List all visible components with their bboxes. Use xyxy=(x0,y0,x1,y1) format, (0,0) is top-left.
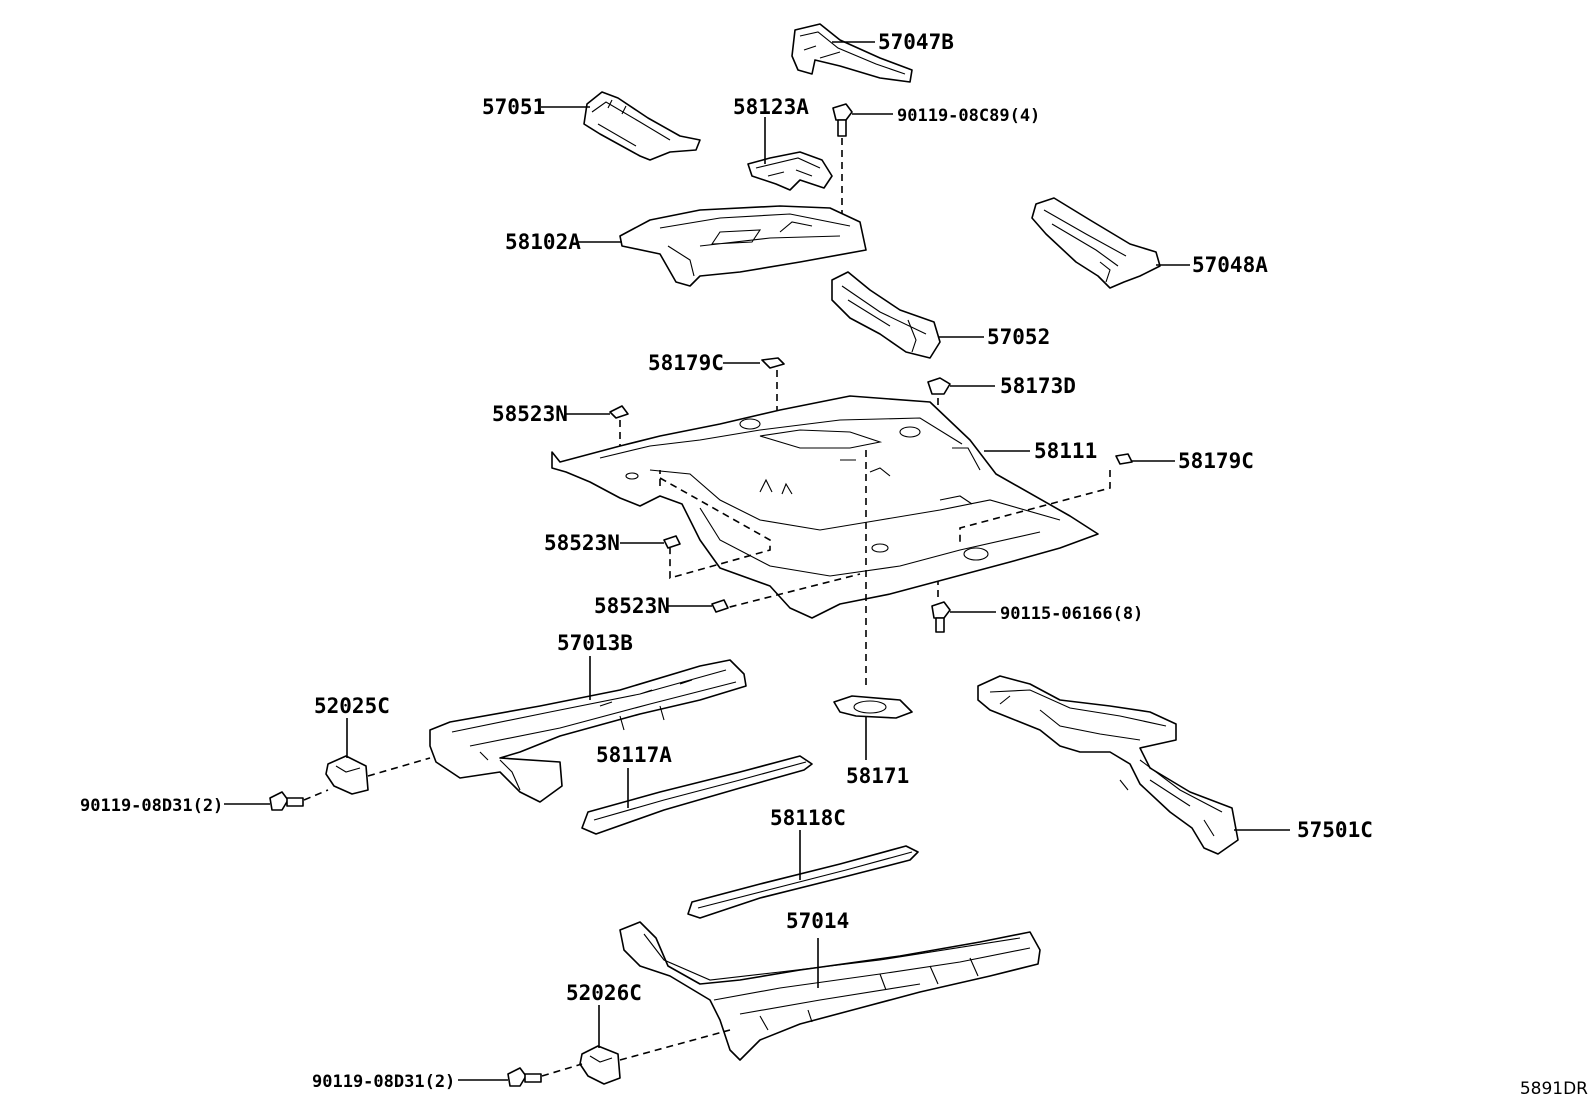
part-57052[interactable] xyxy=(831,271,941,359)
label-90119-08D31-a: 90119-08D31(2) xyxy=(80,796,223,816)
label-57048A: 57048A xyxy=(1192,253,1268,277)
bolt-90115-06166[interactable] xyxy=(931,601,951,633)
part-58118C[interactable] xyxy=(687,845,919,919)
label-58123A: 58123A xyxy=(733,95,809,119)
part-57047B[interactable] xyxy=(791,23,913,83)
part-58111[interactable] xyxy=(551,395,1099,619)
clip-58523N-1[interactable] xyxy=(609,405,629,419)
clip-58179C-right[interactable] xyxy=(1115,453,1133,465)
label-58118C: 58118C xyxy=(770,806,846,830)
clip-58523N-2[interactable] xyxy=(663,535,681,549)
label-58179C-top: 58179C xyxy=(648,351,724,375)
bolt-90119-08C89[interactable] xyxy=(832,103,853,137)
part-58123A[interactable] xyxy=(747,151,833,191)
label-58523N-1: 58523N xyxy=(492,402,568,426)
label-57051: 57051 xyxy=(482,95,545,119)
bolt-90119-08D31-a[interactable] xyxy=(269,791,304,811)
label-57052: 57052 xyxy=(987,325,1050,349)
label-58179C-right: 58179C xyxy=(1178,449,1254,473)
label-57501C: 57501C xyxy=(1297,818,1373,842)
label-58523N-3: 58523N xyxy=(594,594,670,618)
part-58117A[interactable] xyxy=(581,755,813,835)
diagram-code: 5891DR xyxy=(1520,1079,1588,1099)
label-57047B: 57047B xyxy=(878,30,954,54)
part-58171[interactable] xyxy=(833,695,913,719)
clip-58179C-top[interactable] xyxy=(761,357,785,369)
clip-58523N-3[interactable] xyxy=(711,599,729,613)
label-90115-06166: 90115-06166(8) xyxy=(1000,604,1143,624)
part-52026C[interactable] xyxy=(579,1045,621,1085)
label-58111: 58111 xyxy=(1034,439,1097,463)
bolt-90119-08D31-b[interactable] xyxy=(507,1067,542,1087)
label-58171: 58171 xyxy=(846,764,909,788)
label-58102A: 58102A xyxy=(505,230,581,254)
label-58523N-2: 58523N xyxy=(544,531,620,555)
part-57013B[interactable] xyxy=(429,659,747,803)
label-90119-08D31-b: 90119-08D31(2) xyxy=(312,1072,455,1092)
label-52026C: 52026C xyxy=(566,981,642,1005)
part-52025C[interactable] xyxy=(325,755,369,795)
part-57048A[interactable] xyxy=(1031,197,1161,289)
label-52025C: 52025C xyxy=(314,694,390,718)
clip-58173D[interactable] xyxy=(927,377,951,395)
part-57501C[interactable] xyxy=(977,675,1239,855)
label-58117A: 58117A xyxy=(596,743,672,767)
part-57051[interactable] xyxy=(583,91,701,161)
part-57014[interactable] xyxy=(619,921,1041,1061)
part-58102A[interactable] xyxy=(619,205,867,287)
label-90119-08C89: 90119-08C89(4) xyxy=(897,106,1040,126)
label-58173D: 58173D xyxy=(1000,374,1076,398)
label-57014: 57014 xyxy=(786,909,849,933)
label-57013B: 57013B xyxy=(557,631,633,655)
